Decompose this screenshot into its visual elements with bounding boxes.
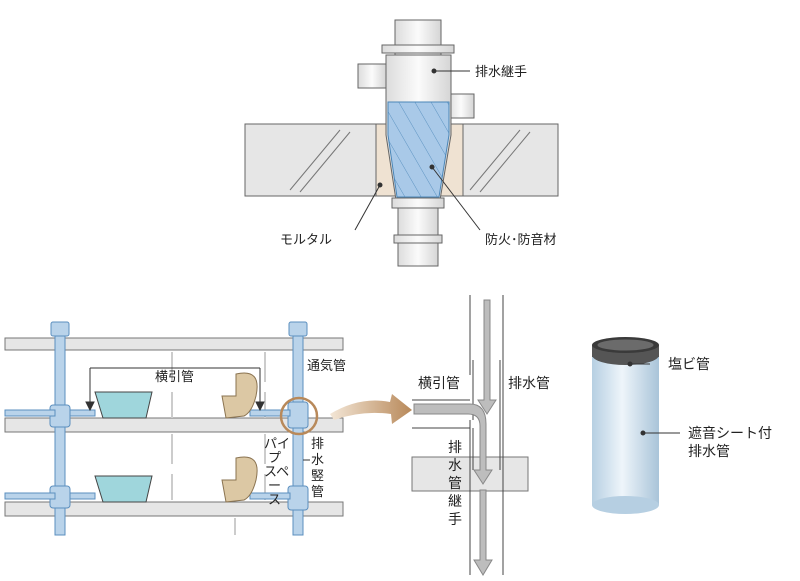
svg-text:スペ: スペ: [264, 465, 289, 480]
flow-arrow-horizontal: [413, 403, 493, 485]
label-drain-riser: 排 水 竪 管: [311, 437, 324, 500]
wash-basin-upper: [94, 391, 153, 419]
toilet-lower: [221, 456, 258, 503]
svg-text:ー: ー: [268, 479, 281, 494]
svg-text:パイ: パイ: [264, 437, 290, 452]
svg-text:竪: 竪: [311, 469, 324, 484]
flow-arrow-vertical: [477, 299, 497, 415]
label-horizontal-pipe-detail: 横引管: [418, 376, 460, 392]
flow-arrow-lower: [473, 489, 493, 576]
floor-lower: [4, 501, 344, 517]
svg-text:排: 排: [448, 440, 462, 456]
svg-text:管: 管: [311, 485, 324, 500]
label-pvc-pipe: 塩ビ管: [668, 357, 710, 373]
wash-basin-lower: [94, 475, 153, 503]
toilet-upper: [221, 372, 258, 419]
label-mortar: モルタル: [280, 233, 332, 248]
label-drain-joint: 排水継手: [475, 65, 527, 80]
slab-hatch: [289, 129, 531, 193]
svg-text:管: 管: [448, 476, 462, 492]
svg-text:水: 水: [448, 458, 462, 474]
label-fireproof: 防火･防音材: [485, 232, 557, 248]
cylinder-bottom: [592, 496, 659, 514]
floor-middle: [4, 417, 344, 433]
zoom-arrow: [330, 394, 412, 424]
svg-text:継: 継: [448, 494, 462, 510]
svg-text:水: 水: [311, 453, 324, 468]
label-drain-joint-vertical: 排 水 管 継 手: [448, 440, 462, 528]
cylinder-body: [592, 355, 659, 505]
joint-detail: 横引管 排水管 排 水 管 継 手: [411, 295, 550, 576]
label-drain-pipe: 排水管: [508, 376, 550, 392]
highlight-circle: [279, 396, 319, 436]
sound-pipe: 塩ビ管 遮音シート付 排水管: [592, 337, 772, 514]
label-horizontal-pipe: 横引管: [155, 370, 194, 385]
building-section: 横引管 通気管 パイ プ スペ ー ス 排 水 竪 管: [4, 321, 346, 536]
top-section: 排水継手 モルタル 防火･防音材: [244, 19, 559, 267]
label-pipe-space: パイ プ スペ ー ス: [264, 437, 290, 508]
label-sound-sheet-pipe-2: 排水管: [688, 444, 730, 460]
side-branch-right: [447, 93, 475, 119]
side-branch-left: [357, 63, 387, 89]
svg-text:ス: ス: [268, 493, 281, 508]
svg-text:プ: プ: [268, 451, 281, 466]
svg-text:手: 手: [448, 512, 462, 528]
floor-upper: [4, 337, 344, 351]
svg-text:排: 排: [311, 437, 324, 452]
label-vent-pipe: 通気管: [307, 358, 346, 374]
label-sound-sheet-pipe: 遮音シート付: [688, 425, 772, 442]
